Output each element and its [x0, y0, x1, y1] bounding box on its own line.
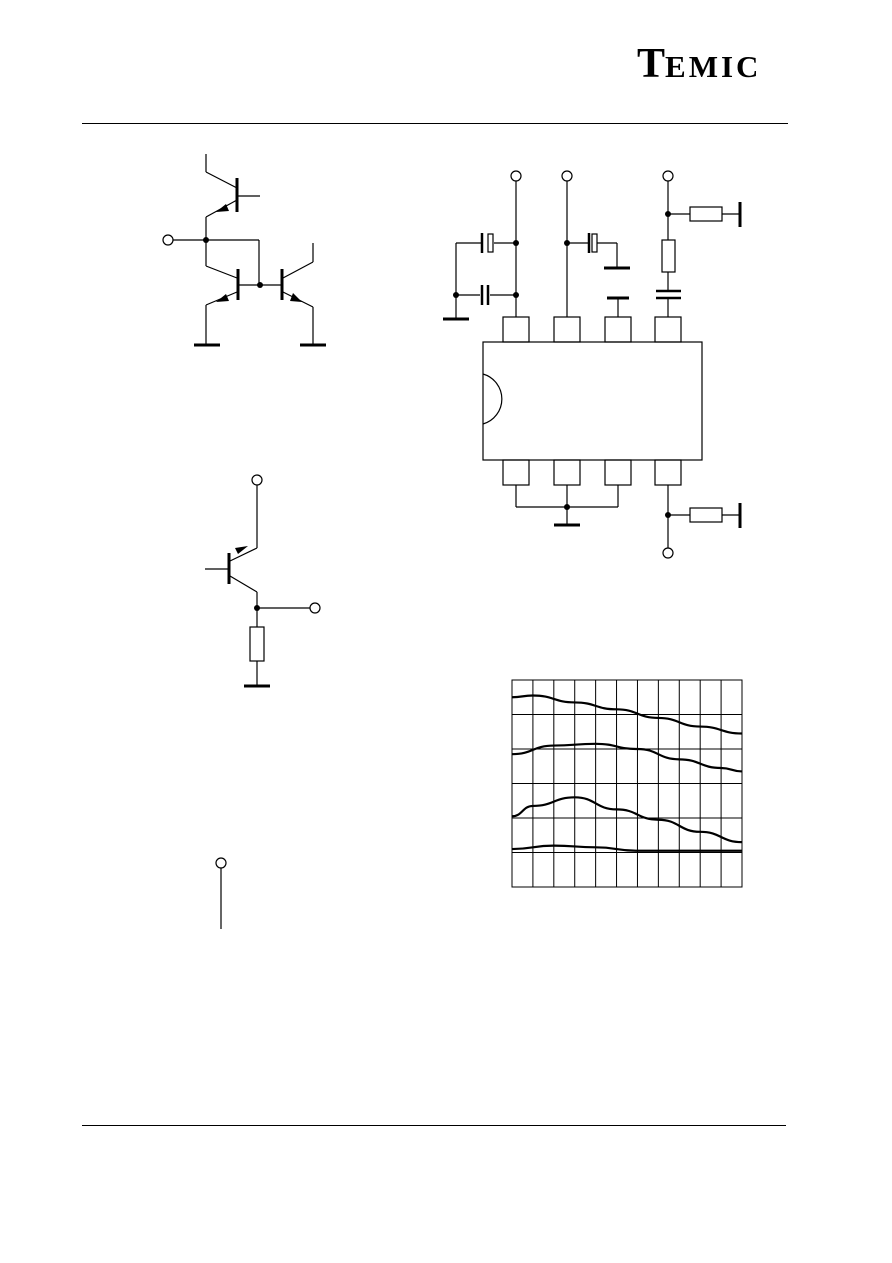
terminal-icon: [215, 857, 227, 869]
resistor-icon: [689, 206, 723, 222]
resistor-icon: [661, 239, 676, 273]
header-rule: [82, 123, 788, 124]
chart-series-line-2: [511, 742, 743, 773]
chart-series-line-1: [511, 694, 743, 735]
output-terminal-icon: [662, 547, 674, 559]
terminal-icon: [510, 170, 522, 182]
supply-terminal-icon: [251, 474, 263, 486]
emitter-arrow-icon: [216, 294, 229, 302]
chart-series-line-3: [511, 796, 743, 844]
terminal-icon: [561, 170, 573, 182]
logo-initial: T: [637, 41, 665, 87]
ic-pin: [502, 316, 530, 343]
ic-pin: [553, 459, 581, 486]
schematic-ic-application: [443, 170, 742, 559]
chart-series-group: [511, 694, 743, 852]
schematic-terminal-line: [215, 857, 227, 929]
terminal-icon: [662, 170, 674, 182]
resistor-icon: [249, 626, 265, 662]
chart-series-line-4: [511, 844, 742, 852]
logo-rest: EMIC: [665, 49, 761, 84]
footer-rule: [82, 1125, 786, 1126]
characteristic-chart: [511, 679, 743, 888]
ic-pin: [604, 459, 632, 486]
emitter-arrow-icon: [290, 293, 302, 302]
output-terminal-icon: [309, 602, 321, 614]
ic-pin: [654, 316, 682, 343]
input-terminal-icon: [162, 234, 174, 246]
schematic-differential-pair: [162, 154, 326, 347]
electrolytic-capacitor-icon: [487, 233, 494, 253]
chart-grid: [511, 679, 743, 888]
emitter-arrow-icon: [216, 204, 229, 212]
temic-logo-svg: TEMIC: [637, 41, 761, 87]
ic-pin: [502, 459, 530, 486]
ic-package: [482, 341, 703, 461]
resistor-icon: [689, 507, 723, 523]
schematic-emitter-follower: [205, 474, 321, 688]
ic-pin: [553, 316, 581, 343]
svg-text:TEMIC: TEMIC: [637, 41, 761, 87]
ic-pin: [604, 316, 632, 343]
ic-notch: [482, 373, 503, 425]
emitter-arrow-icon: [235, 546, 248, 554]
ic-pin: [654, 459, 682, 486]
